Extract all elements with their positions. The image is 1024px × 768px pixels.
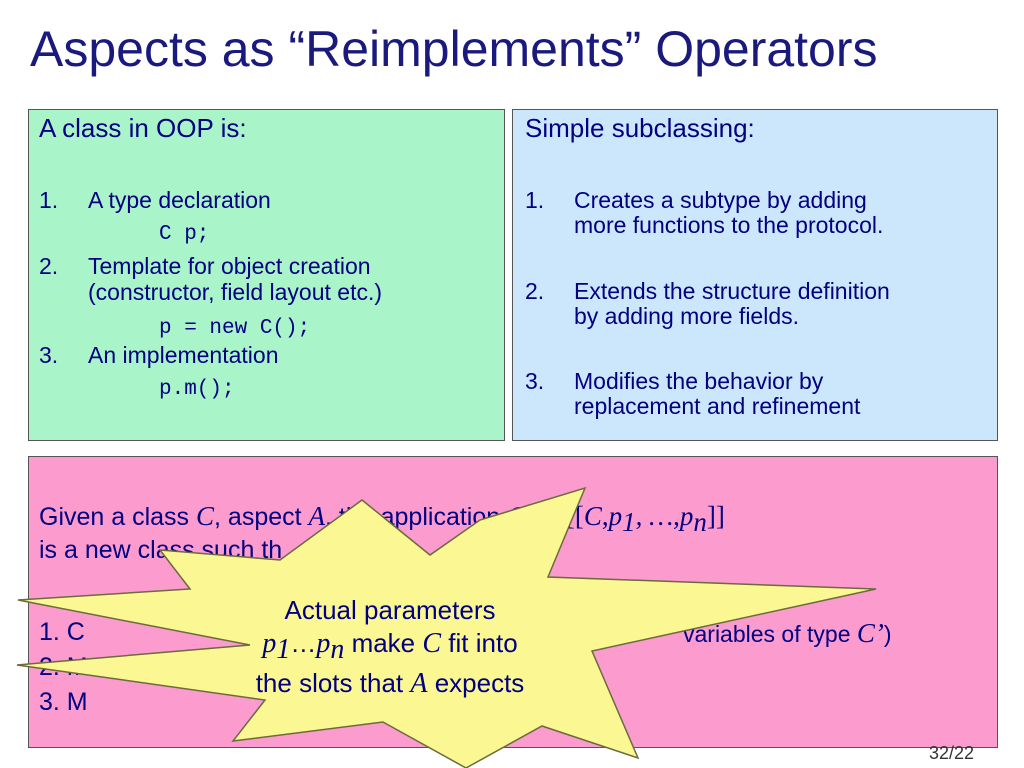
code-snippet: p.m();: [159, 378, 235, 401]
item-text: Modifies the behavior by: [574, 368, 824, 394]
item-text: by adding more fields.: [574, 303, 800, 329]
item-number: 2.: [525, 278, 545, 304]
list-item: 3. M: [39, 688, 88, 716]
item-text: An implementation: [88, 342, 279, 368]
item-number: 1.: [525, 187, 545, 213]
subclassing-heading: Simple subclassing:: [525, 113, 755, 143]
oop-class-box: A class in OOP is: 1. A type declaration…: [28, 109, 505, 441]
callout-line: p1…pn make C fit into: [262, 627, 518, 665]
code-snippet: p = new C();: [159, 317, 311, 340]
oop-class-heading: A class in OOP is:: [39, 113, 247, 143]
callout-line: the slots that A expects: [255, 668, 525, 700]
item-text: replacement and refinement: [574, 393, 861, 419]
subclassing-box: Simple subclassing: 1. Creates a subtype…: [512, 109, 998, 441]
list-item: 1. C: [39, 618, 85, 646]
starburst-polygon: [16, 486, 877, 768]
callout-text: Actual parameters p1…pn make C fit into …: [190, 595, 590, 701]
item-text: A type declaration: [88, 187, 271, 213]
item-text: (constructor, field layout etc.): [88, 279, 383, 305]
item-text: Template for object creation: [88, 253, 371, 279]
item-text: Creates a subtype by adding: [574, 187, 867, 213]
item-text: Extends the structure definition: [574, 278, 890, 304]
callout-line: Actual parameters: [284, 595, 496, 625]
item-number: 3.: [39, 342, 59, 368]
item-number: 2.: [39, 253, 59, 279]
code-snippet: C p;: [159, 223, 210, 246]
item-text: more functions to the protocol.: [574, 212, 884, 238]
item-number: 1.: [39, 187, 59, 213]
slide-title: Aspects as “Reimplements” Operators: [30, 21, 878, 77]
item-number: 3.: [525, 368, 545, 394]
page-number: 32/22: [928, 743, 974, 763]
